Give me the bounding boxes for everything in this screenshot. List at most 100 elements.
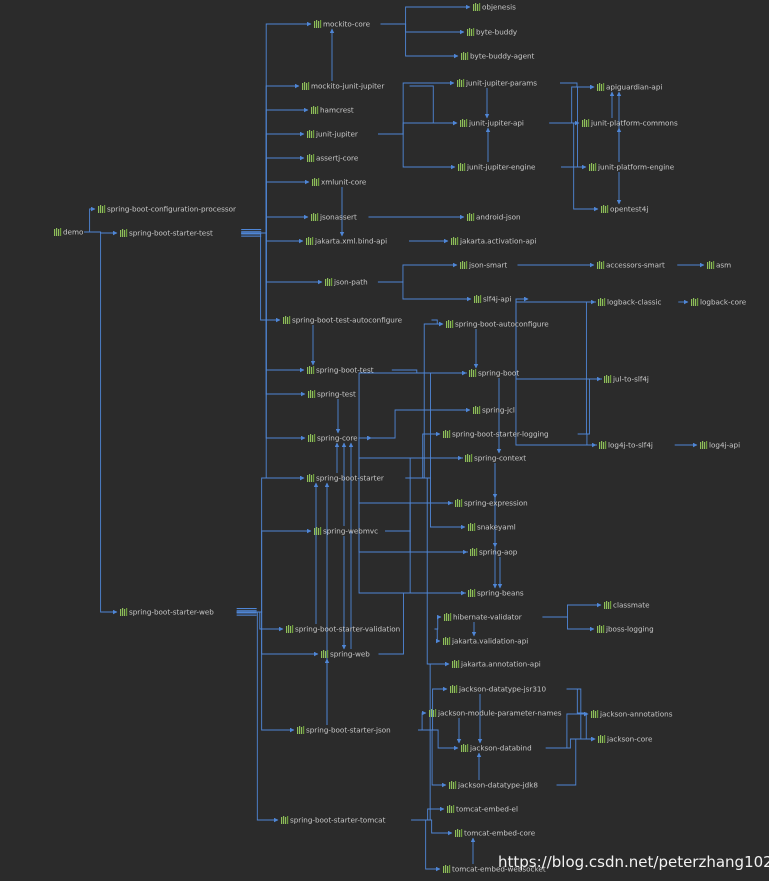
node-sbs-logging: spring-boot-starter-logging xyxy=(443,430,549,439)
library-icon xyxy=(311,106,319,114)
node-label: spring-boot-starter-test xyxy=(129,229,213,238)
library-icon xyxy=(461,744,469,752)
node-mockito-junit: mockito-junit-jupiter xyxy=(302,82,384,91)
node-label: mockito-junit-jupiter xyxy=(311,82,384,91)
library-icon xyxy=(283,316,291,324)
library-icon xyxy=(450,685,458,693)
library-icon xyxy=(599,441,607,449)
node-jaxb-api: jakarta.xml.bind-api xyxy=(306,237,387,246)
node-label: jakarta.validation-api xyxy=(451,637,528,646)
node-sbst: spring-boot-starter-test xyxy=(120,229,213,238)
node-label: spring-beans xyxy=(477,589,524,598)
dependency-edges xyxy=(84,4,705,872)
library-icon xyxy=(589,163,597,171)
node-sb-autoconf: spring-boot-autoconfigure xyxy=(446,320,549,329)
dependency-edge xyxy=(378,133,456,170)
node-label: junit-platform-engine xyxy=(597,163,675,172)
library-icon xyxy=(473,3,481,11)
library-icon xyxy=(452,660,460,668)
dependency-edge xyxy=(515,296,596,303)
library-icon xyxy=(120,229,128,237)
edge-hub xyxy=(236,608,257,616)
node-label: mockito-core xyxy=(323,20,371,29)
node-tomcat-ws: tomcat-embed-websocket xyxy=(443,865,546,874)
dependency-edge xyxy=(431,319,444,327)
library-icon xyxy=(281,816,289,824)
node-label: spring-boot-starter xyxy=(316,474,384,483)
node-label: json-smart xyxy=(468,261,507,270)
node-label: jackson-core xyxy=(606,735,653,744)
dependency-edge xyxy=(378,120,458,135)
dependency-edge xyxy=(577,712,596,742)
library-icon xyxy=(308,434,316,442)
library-icon xyxy=(467,28,475,36)
dependency-edge xyxy=(241,179,310,234)
node-label: spring-boot-starter-web xyxy=(129,608,214,617)
dependency-edge xyxy=(434,614,442,630)
node-label: jackson-annotations xyxy=(599,710,673,719)
node-apiguardian: apiguardian-api xyxy=(597,83,662,92)
node-spring-jcl: spring-jcl xyxy=(473,406,515,415)
library-icon xyxy=(707,261,715,269)
library-icon xyxy=(468,523,476,531)
watermark: https://blog.csdn.net/peterzhang1020 xyxy=(498,853,769,871)
dependency-edge xyxy=(358,435,466,594)
node-label: spring-expression xyxy=(464,499,528,508)
node-label: jul-to-slf4j xyxy=(612,375,649,384)
dependency-edge xyxy=(236,528,312,613)
library-icon xyxy=(314,527,322,535)
node-jackson-jdk8: jackson-datatype-jdk8 xyxy=(449,781,538,790)
node-android-json: android-json xyxy=(467,213,521,222)
node-label: junit-jupiter-engine xyxy=(466,163,536,172)
node-label: opentest4j xyxy=(610,205,648,214)
dependency-edge xyxy=(385,455,463,532)
dependency-edge xyxy=(418,710,427,731)
dependency-nodes: demospring-boot-configuration-processors… xyxy=(54,3,747,874)
node-label: slf4j-api xyxy=(483,295,511,304)
node-label: spring-boot-starter-validation xyxy=(295,625,400,634)
library-icon xyxy=(443,865,451,873)
node-label: snakeyaml xyxy=(477,523,516,532)
node-tomcat-el: tomcat-embed-el xyxy=(447,805,518,814)
node-sbs-validation: spring-boot-starter-validation xyxy=(286,625,400,634)
node-log4j-api: log4j-api xyxy=(700,441,740,450)
node-label: spring-boot-autoconfigure xyxy=(455,320,549,329)
node-jul-slf4j: jul-to-slf4j xyxy=(604,375,649,384)
node-sbs-json: spring-boot-starter-json xyxy=(297,726,391,735)
node-label: json-path xyxy=(333,278,368,287)
library-icon xyxy=(443,430,451,438)
dependency-edge xyxy=(241,131,305,234)
node-label: jackson-datatype-jsr310 xyxy=(458,685,546,694)
dependency-edge xyxy=(236,611,279,823)
node-log4j-slf4j: log4j-to-slf4j xyxy=(599,441,653,450)
node-asm: asm xyxy=(707,261,731,270)
library-icon xyxy=(286,625,294,633)
library-icon xyxy=(451,237,459,245)
node-slf4j: slf4j-api xyxy=(474,295,511,304)
dependency-edge xyxy=(380,4,471,25)
node-label: jakarta.xml.bind-api xyxy=(314,237,387,246)
node-label: jakarta.annotation-api xyxy=(460,660,541,669)
dependency-edge xyxy=(358,372,467,441)
node-spring-expression: spring-expression xyxy=(455,499,528,508)
dependency-edge xyxy=(411,819,453,836)
node-hibernate-validator: hibernate-validator xyxy=(444,613,522,622)
library-icon xyxy=(700,441,708,449)
node-label: tomcat-embed-el xyxy=(456,805,518,814)
dependency-edge xyxy=(380,23,465,35)
node-jackson-databind: jackson-databind xyxy=(461,744,532,753)
library-icon xyxy=(469,369,477,377)
dependency-edge xyxy=(549,84,595,124)
dependency-edge xyxy=(370,407,471,439)
dependency-edge xyxy=(411,661,450,821)
library-icon xyxy=(461,52,469,60)
node-spring-aop: spring-aop xyxy=(470,548,518,557)
dependency-edge xyxy=(241,107,309,234)
node-byte-buddy-agent: byte-buddy-agent xyxy=(461,52,535,61)
dependency-edge xyxy=(405,431,441,479)
library-icon xyxy=(312,178,320,186)
node-json-path: json-path xyxy=(325,278,368,287)
watermark-text: https://blog.csdn.net/peterzhang1020 xyxy=(498,853,769,871)
node-label: spring-core xyxy=(317,434,358,443)
dependency-edge xyxy=(545,711,589,749)
